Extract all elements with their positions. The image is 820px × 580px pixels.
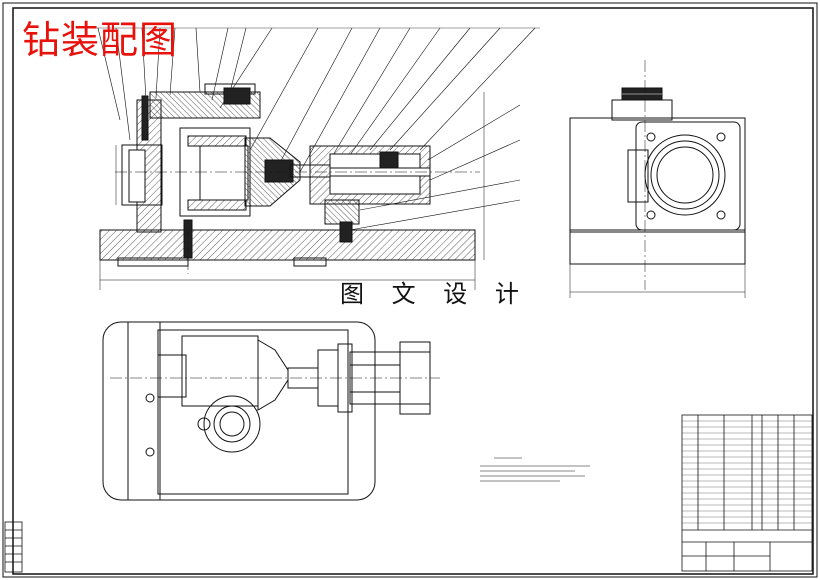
margin-block bbox=[4, 521, 23, 573]
parts-list-rows bbox=[682, 420, 812, 524]
tech-notes bbox=[480, 457, 590, 482]
part-leaders bbox=[96, 27, 540, 231]
caption-text: 图 文 设 计 bbox=[340, 280, 529, 308]
top-view bbox=[102, 321, 440, 501]
front-section-view bbox=[99, 83, 485, 290]
side-view bbox=[569, 60, 746, 298]
watermark-title: 钻装配图 bbox=[22, 18, 179, 62]
